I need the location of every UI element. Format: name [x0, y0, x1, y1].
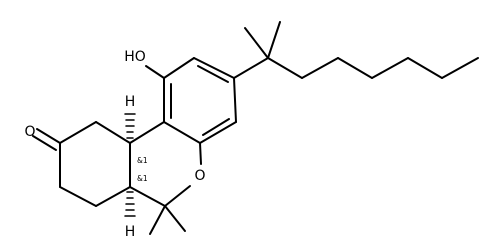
- bond: [199, 142, 202, 165]
- bond: [233, 77, 237, 123]
- bond: [407, 57, 443, 79]
- carbonyl-bond: [36, 128, 61, 144]
- bond: [129, 186, 166, 207]
- bond: [301, 57, 339, 79]
- stereo-label-lower: &1: [137, 174, 148, 183]
- methyl-bond: [267, 21, 281, 59]
- bond: [199, 121, 237, 144]
- double-bond-inner: [197, 65, 229, 83]
- bond: [145, 65, 165, 79]
- stereocentre-upper: H &1: [124, 94, 148, 165]
- bond: [164, 185, 191, 207]
- bond: [337, 57, 373, 79]
- bond: [267, 57, 303, 79]
- cyclohexanone-ring: O: [24, 121, 131, 207]
- stereo-label-upper: &1: [137, 156, 148, 165]
- ring-oxygen-label: O: [194, 168, 205, 184]
- bond: [163, 57, 195, 79]
- methyl-bond: [244, 27, 269, 59]
- methyl-bond: [164, 205, 186, 232]
- bond: [59, 186, 97, 207]
- double-bond-inner: [202, 118, 230, 136]
- bond: [59, 121, 97, 144]
- dimethylheptyl-chain: [233, 21, 479, 79]
- bond: [163, 121, 201, 144]
- hydrogen-top-label: H: [125, 94, 136, 110]
- bond: [441, 57, 479, 79]
- bond: [233, 57, 269, 79]
- aromatic-ring: [163, 57, 237, 144]
- ketone-oxygen-label: O: [24, 124, 35, 140]
- bond: [193, 57, 235, 79]
- ring-oxygen-backdrop: [191, 165, 209, 183]
- hydroxyl-group: HO: [124, 49, 165, 79]
- methyl-bond: [149, 205, 166, 235]
- bond: [95, 186, 131, 207]
- hydrogen-bottom-label: H: [125, 224, 136, 240]
- pyran-ring: O: [129, 121, 209, 235]
- bond: [129, 121, 165, 144]
- hydroxyl-label: HO: [124, 49, 146, 65]
- bond: [371, 57, 409, 79]
- stereocentre-lower: H &1: [124, 174, 148, 240]
- carbonyl-bond: [32, 135, 57, 151]
- bond: [95, 121, 131, 144]
